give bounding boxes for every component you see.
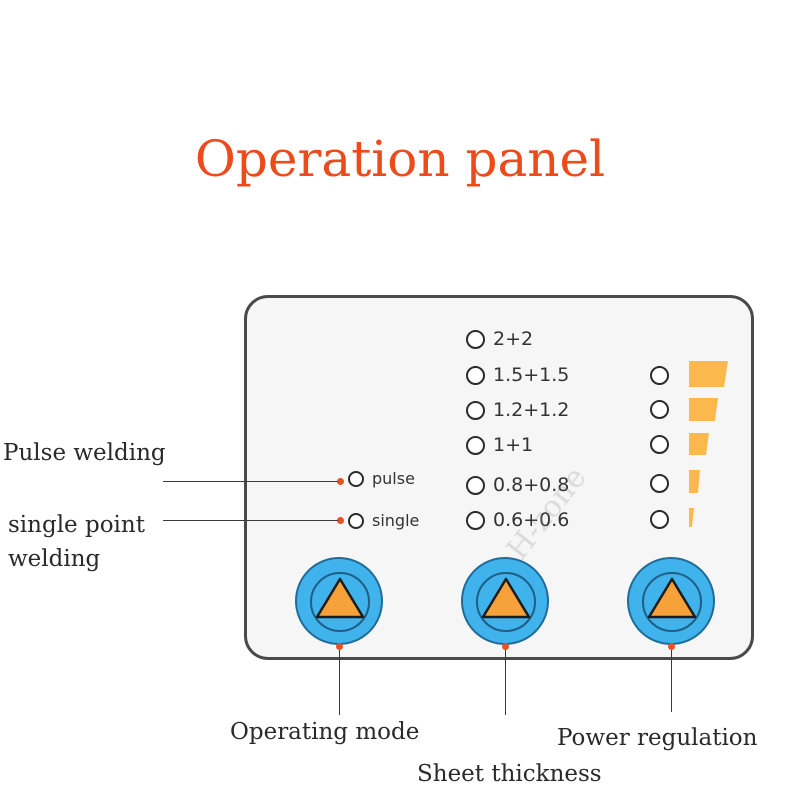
mode-option-single[interactable]: single: [348, 511, 419, 530]
thickness-option-1[interactable]: 1+1: [466, 434, 533, 456]
thickness-label: 0.8+0.8: [493, 474, 570, 496]
pulse-leader-line: [163, 481, 338, 482]
operating-mode-button[interactable]: [295, 557, 383, 645]
single-leader-line: [163, 520, 338, 521]
mode-option-label: single: [372, 511, 420, 530]
triangle-up-icon: [310, 572, 370, 632]
mode-button-dot: [336, 643, 343, 650]
mode-option-pulse[interactable]: pulse: [348, 469, 415, 488]
callout-welding: welding: [8, 546, 101, 572]
power-bar-3: [689, 433, 709, 455]
thickness-label: 1.5+1.5: [493, 364, 570, 386]
callout-single-point: single point: [8, 512, 145, 538]
thickness-label: 1+1: [493, 434, 534, 456]
callout-pulse-welding: Pulse welding: [3, 440, 166, 466]
thickness-label: 2+2: [493, 328, 534, 350]
triangle-up-icon: [476, 572, 536, 632]
power-bar-2: [689, 470, 700, 493]
thickness-label: 0.6+0.6: [493, 509, 570, 531]
sheet-thickness-button[interactable]: [461, 557, 549, 645]
power-level-1-ring[interactable]: [650, 510, 669, 529]
thickness-option-1-2[interactable]: 1.2+1.2: [466, 399, 569, 421]
thickness-indicator-ring: [466, 400, 485, 420]
page-title: Operation panel: [194, 130, 606, 188]
power-regulation-button[interactable]: [627, 557, 715, 645]
power-bar-5: [689, 361, 728, 387]
thickness-button-dot: [502, 643, 509, 650]
thickness-indicator-ring: [466, 510, 485, 530]
thickness-option-0-8[interactable]: 0.8+0.8: [466, 474, 569, 496]
power-button-dot: [668, 643, 675, 650]
power-leader-line: [671, 650, 672, 712]
thickness-indicator-ring: [466, 365, 485, 385]
power-level-3-ring[interactable]: [650, 435, 669, 454]
power-level-4-ring[interactable]: [650, 400, 669, 419]
thickness-option-0-6[interactable]: 0.6+0.6: [466, 509, 569, 531]
power-level-5-ring[interactable]: [650, 366, 669, 385]
thickness-option-1-5[interactable]: 1.5+1.5: [466, 364, 569, 386]
callout-power-regulation: Power regulation: [557, 725, 758, 751]
single-indicator-ring: [348, 512, 364, 529]
thickness-indicator-ring: [466, 475, 485, 495]
triangle-up-icon: [642, 572, 702, 632]
power-bars-graphic: [689, 361, 728, 527]
thickness-indicator-ring: [466, 435, 485, 455]
thickness-label: 1.2+1.2: [493, 399, 570, 421]
power-bar-1: [689, 508, 694, 527]
power-level-2-ring[interactable]: [650, 474, 669, 493]
thickness-indicator-ring: [466, 329, 485, 349]
thickness-option-2[interactable]: 2+2: [466, 328, 533, 350]
pulse-indicator-ring: [348, 470, 364, 487]
mode-option-label: pulse: [372, 469, 415, 488]
thickness-leader-line: [505, 650, 506, 715]
single-indicator-dot: [337, 517, 344, 524]
pulse-indicator-dot: [337, 478, 344, 485]
power-bar-4: [689, 398, 718, 421]
mode-leader-line: [339, 650, 340, 715]
callout-sheet-thickness: Sheet thickness: [417, 761, 602, 787]
callout-operating-mode: Operating mode: [230, 719, 420, 745]
